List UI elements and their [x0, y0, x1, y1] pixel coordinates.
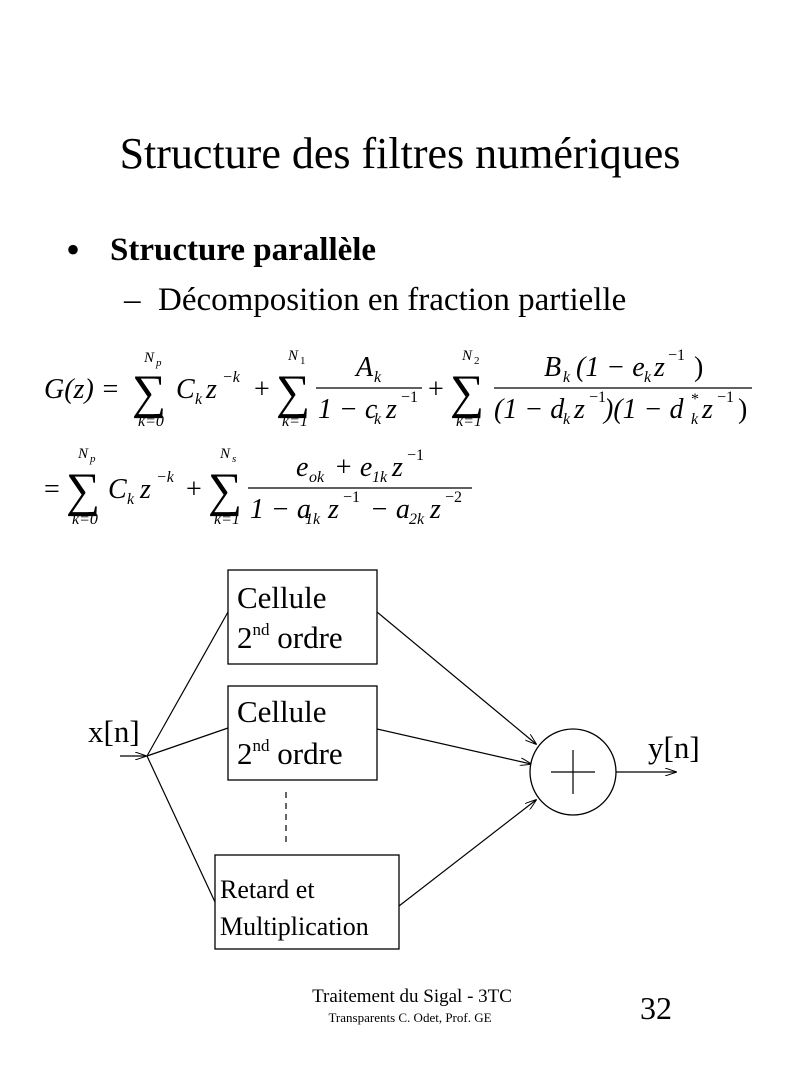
branch-line-1 — [146, 611, 229, 757]
footer-course: Traitement du Sigal - 3TC — [312, 986, 512, 1007]
eq2-sum2-upper: N — [219, 446, 231, 462]
eq1-frac1-den: 1 − c — [318, 394, 378, 425]
eq2-num-exp: −1 — [407, 447, 424, 464]
eq1-frac2-den-b-exp: −1 — [717, 389, 734, 406]
retard-box — [214, 854, 400, 950]
bullet-structure-parallele: Structure parallèle — [110, 232, 377, 268]
eq2-num-a: e — [296, 452, 308, 483]
cellule-box-1 — [227, 569, 378, 665]
eq1-frac2-den-a-exp: −1 — [589, 389, 606, 406]
cellule-box-2-line1: Cellule — [237, 694, 327, 729]
eq2-den-a-sub: 1k — [305, 511, 321, 528]
eq2-num-a-sub: ok — [309, 469, 325, 486]
eq1-frac2-num-sub: k — [563, 369, 571, 386]
eq2-den-a-z: z — [327, 494, 339, 525]
eq2-term1-sub: k — [127, 491, 135, 508]
eq2-term1-exp: −k — [156, 469, 175, 486]
cellule-box-1-line2: 2nd ordre — [237, 620, 343, 655]
eq2-num-plus: + e — [334, 452, 372, 483]
eq1-sum2-upper-sub: 1 — [300, 355, 306, 367]
input-label: x[n] — [88, 714, 140, 749]
eq1-sigma-1-icon: ∑ — [132, 366, 166, 419]
eq2-sum1-upper: N — [77, 446, 89, 462]
eq1-frac2-den-b-sub: k — [691, 411, 699, 428]
branch-line-2 — [146, 727, 229, 757]
eq2-sigma-1-icon: ∑ — [66, 464, 100, 517]
eq2-num-z: z — [391, 452, 403, 483]
eq2-sum2-lower: k=1 — [214, 511, 240, 528]
eq2-sigma-2-icon: ∑ — [208, 464, 242, 517]
eq1-sigma-2-icon: ∑ — [276, 366, 310, 419]
sub-bullet-dash-icon: – — [124, 282, 141, 318]
eq1-frac2-num-z: z — [653, 352, 665, 383]
eq2-lhs: = — [44, 474, 60, 505]
eq1-sum1-upper-sub: p — [155, 357, 162, 369]
eq1-term1-sub: k — [195, 391, 203, 408]
eq2-plus: + — [186, 474, 202, 505]
slide-title: Structure des filtres numériques — [119, 129, 681, 178]
eq1-frac2-den-a-sub: k — [563, 411, 571, 428]
cellule-box-2-line2: 2nd ordre — [237, 736, 343, 771]
cellule-box-1-line1: Cellule — [237, 580, 327, 615]
arrow-box3-to-adder — [398, 800, 536, 907]
eq1-frac2-num-rest: (1 − e — [576, 352, 645, 383]
eq1-frac2-den-close: ) — [738, 394, 747, 425]
eq2-den-b-exp: −2 — [445, 489, 462, 506]
eq1-term1-z: z — [205, 374, 217, 405]
retard-box-line1: Retard et — [220, 875, 315, 904]
eq1-sum1-lower: k=0 — [138, 413, 164, 430]
eq2-term1-z: z — [139, 474, 151, 505]
eq2-den-b-sub: 2k — [409, 511, 425, 528]
bullet-icon: • — [66, 227, 81, 272]
eq2-den-b: − a — [370, 494, 410, 525]
footer-credits: Transparents C. Odet, Prof. GE — [328, 1010, 492, 1025]
eq1-plus-1: + — [254, 374, 270, 405]
eq1-sum1-upper: N — [143, 350, 155, 366]
eq1-plus-2: + — [428, 374, 444, 405]
eq2-den-b-z: z — [429, 494, 441, 525]
eq1-term1-exp: −k — [222, 369, 241, 386]
eq1-sum3-upper-sub: 2 — [474, 355, 480, 367]
cellule-box-2 — [227, 685, 378, 781]
eq2-sum1-upper-sub: p — [89, 453, 96, 465]
eq1-frac1-den-sub: k — [374, 411, 382, 428]
retard-box-line2: Multiplication — [220, 912, 369, 941]
eq2-sum1-lower: k=0 — [72, 511, 98, 528]
equation-transfer-function: G(z) = N p ∑ k=0 C k z −k + N 1 ∑ k=1 A … — [44, 347, 752, 430]
eq1-frac1-num-sub: k — [374, 369, 382, 386]
eq2-num-b-sub: 1k — [372, 469, 388, 486]
eq1-sum3-upper: N — [461, 348, 473, 364]
eq1-frac2-den-b-sup: * — [691, 391, 699, 408]
eq1-frac2-num-exp: −1 — [668, 347, 685, 364]
sub-bullet-decomposition: Décomposition en fraction partielle — [158, 282, 627, 318]
page-number: 32 — [640, 990, 672, 1026]
parallel-structure-diagram: Cellule 2nd ordre Cellule 2nd ordre Reta… — [88, 569, 700, 950]
arrow-box2-to-adder — [376, 728, 531, 764]
eq1-sigma-3-icon: ∑ — [450, 366, 484, 419]
eq1-term1: C — [176, 374, 195, 405]
eq1-frac1-num: A — [354, 352, 374, 383]
eq1-frac2-num-close: ) — [694, 352, 703, 383]
eq2-term1: C — [108, 474, 127, 505]
eq1-frac2-den-a: (1 − d — [494, 394, 565, 425]
eq2-den-a-exp: −1 — [343, 489, 360, 506]
eq1-frac2-num-rest-sub: k — [644, 369, 652, 386]
branch-line-3 — [146, 755, 216, 903]
eq1-sum2-upper: N — [287, 348, 299, 364]
eq2-sum2-upper-sub: s — [232, 453, 236, 465]
eq1-frac2-den-b: )(1 − d — [602, 394, 685, 425]
eq1-lhs: G(z) = — [44, 374, 120, 405]
output-label: y[n] — [648, 730, 700, 765]
eq1-frac2-num: B — [544, 352, 561, 383]
eq2-den-a: 1 − a — [250, 494, 311, 525]
eq1-frac1-den-exp: −1 — [401, 389, 418, 406]
arrow-box1-to-adder — [376, 611, 536, 744]
equation-parallel-form: = N p ∑ k=0 C k z −k + N s ∑ k=1 e ok + … — [44, 446, 472, 528]
eq1-sum2-lower: k=1 — [282, 413, 308, 430]
eq1-frac2-den-b-z: z — [701, 394, 713, 425]
eq1-frac2-den-a-z: z — [573, 394, 585, 425]
eq1-frac1-den-z: z — [385, 394, 397, 425]
eq1-sum3-lower: k=1 — [456, 413, 482, 430]
